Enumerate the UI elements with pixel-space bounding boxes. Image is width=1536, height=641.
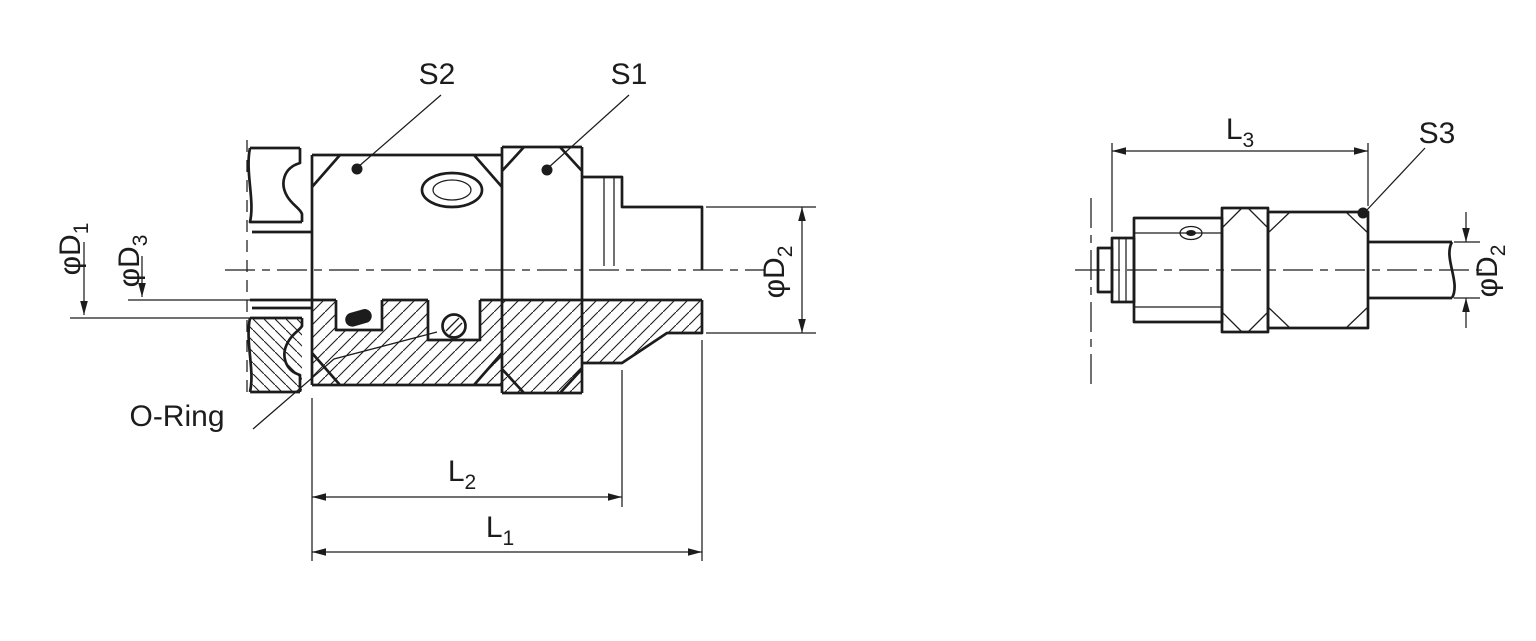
stud-thread-lines <box>1118 238 1127 302</box>
d2-left-label-base: φD <box>758 257 791 298</box>
port-boss-lower-outline <box>247 316 304 394</box>
l1-label-base: L <box>486 511 503 544</box>
side-wrench-hole-inner <box>1186 230 1196 236</box>
d1-label: φD1 <box>54 223 93 276</box>
l2-label-sub: 2 <box>465 471 477 494</box>
l3-label-sub: 3 <box>1243 129 1255 152</box>
thread-relief-lines <box>603 177 615 266</box>
o-ring-hatch-lines <box>445 317 463 337</box>
d2-right-label-sub: 2 <box>1487 245 1510 257</box>
seal-ring <box>345 309 372 327</box>
wrench-hole-inner <box>432 179 472 201</box>
d3-label-base: φD <box>113 246 146 287</box>
l3-label-base: L <box>1226 113 1243 146</box>
o-ring-cross-section <box>441 313 467 339</box>
section-view: S2 S1 O-Ring L2 L1 φD1 φD3 φD2 <box>54 58 816 561</box>
stud-neck-lines <box>252 230 312 310</box>
l2-label: L2 <box>448 455 476 494</box>
o-ring-label: O-Ring <box>129 400 224 433</box>
side-extension-lines <box>1111 143 1480 299</box>
d2-left-label-sub: 2 <box>774 246 797 258</box>
body-section-hatch <box>312 300 702 393</box>
l2-label-base: L <box>448 455 465 488</box>
tube-break-line <box>1448 241 1456 299</box>
side-wrench-hole-outer <box>1179 225 1203 241</box>
port-boss-upper-outline <box>247 146 304 224</box>
s1-label: S1 <box>611 58 648 91</box>
d1-label-base: φD <box>54 234 87 275</box>
body-stub-outline <box>582 175 704 365</box>
d2-right-label-base: φD <box>1471 256 1504 297</box>
side-view: L3 S3 φD2 <box>1075 113 1510 388</box>
d2-left-label: φD2 <box>758 246 797 299</box>
s1-leader-line <box>547 94 630 169</box>
tube-outline <box>1368 240 1452 300</box>
s2-label: S2 <box>419 58 456 91</box>
hex-nut-s3 <box>1266 210 1370 330</box>
seal-groove-outline <box>334 300 384 332</box>
s3-label: S3 <box>1419 117 1456 150</box>
s3-leader-dot <box>1357 207 1369 219</box>
d2-right-label: φD2 <box>1471 245 1510 298</box>
fitting-body-flat-lines <box>1134 232 1222 308</box>
l1-label: L1 <box>486 511 514 550</box>
hex-nut-s1-outline <box>500 145 584 395</box>
dimension-extension-lines <box>70 206 816 561</box>
o-ring-leader-line <box>252 331 438 430</box>
d3-label: φD3 <box>113 235 152 288</box>
o-ring-pocket-clearing <box>427 299 481 341</box>
d1-label-sub: 1 <box>70 223 93 235</box>
l3-label: L3 <box>1226 113 1254 152</box>
hex-nut-s2-outline <box>310 153 504 387</box>
s3-leader-line <box>1365 147 1426 212</box>
d3-label-sub: 3 <box>129 235 152 247</box>
hex-collar-chamfers <box>1221 207 1269 333</box>
hex-nut-s3-chamfers <box>1267 211 1369 329</box>
wrench-hole-outer <box>420 171 484 209</box>
l1-label-sub: 1 <box>503 527 515 550</box>
s2-leader-line <box>357 94 442 168</box>
port-boss-lower-hatch <box>250 318 302 392</box>
o-ring-pocket-outline <box>426 300 482 342</box>
